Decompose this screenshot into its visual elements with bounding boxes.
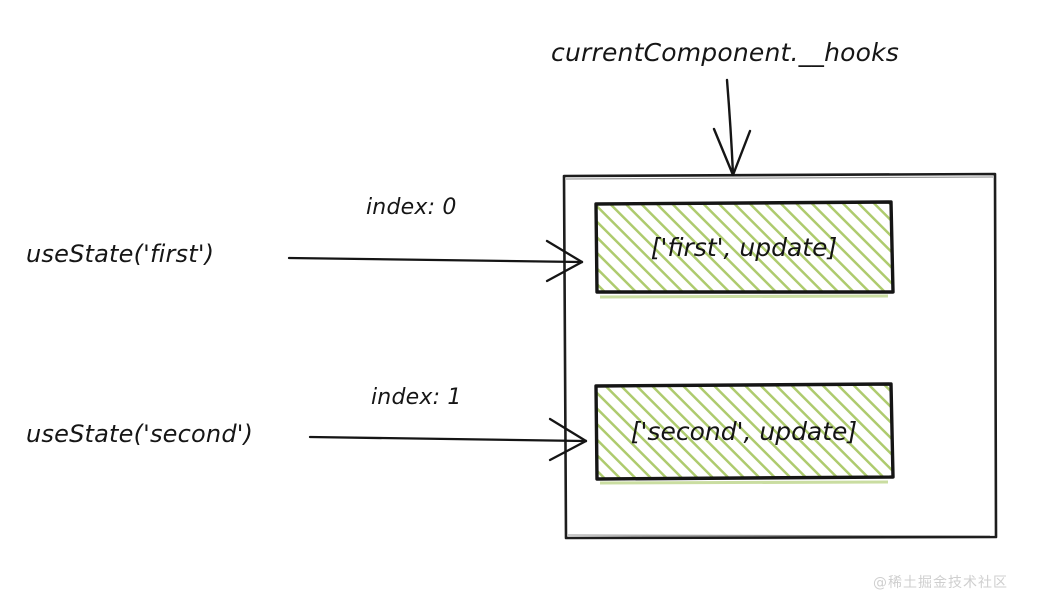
- page-title: currentComponent.__hooks: [551, 38, 900, 67]
- container-outline-sketch-top: [565, 176, 994, 180]
- hook-slot-1-border: [594, 382, 895, 481]
- title-arrow-head-right: [731, 129, 752, 177]
- title-arrow-head-left: [712, 127, 735, 177]
- arrow-right-icon-0: [287, 239, 584, 283]
- arrow-right-icon-1: [308, 417, 588, 462]
- hooks-array-container: [562, 172, 998, 540]
- hook-call-label-1: useState('second'): [26, 420, 254, 448]
- hook-slot-1-underline-sketch: [599, 480, 889, 485]
- hook-slot-0-border: [594, 200, 895, 294]
- watermark: @稀土掘金技术社区: [873, 575, 1008, 591]
- hook-slot-0-underline-sketch: [599, 294, 889, 299]
- hook-slot-1-fill: [597, 385, 893, 478]
- title-arrow-shaft: [725, 78, 735, 176]
- hook-arrow-0-head-top: [545, 239, 584, 264]
- hook-slot-0: [594, 200, 895, 299]
- hook-arrow-0-head-bottom: [545, 260, 584, 283]
- hook-arrow-1-shaft: [308, 435, 586, 443]
- arrow-down-icon: [712, 78, 752, 177]
- container-outline-sketch-bottom: [567, 534, 991, 537]
- container-outline: [562, 172, 998, 540]
- hook-arrow-1-head-top: [548, 417, 588, 443]
- hook-slot-1: [594, 382, 895, 485]
- index-label-0: index: 0: [366, 195, 457, 220]
- index-label-1: index: 1: [371, 385, 462, 410]
- hook-slot-0-fill: [597, 203, 893, 292]
- hook-call-label-0: useState('first'): [26, 240, 215, 268]
- hook-arrow-1-head-bottom: [548, 439, 588, 462]
- hook-arrow-0-shaft: [287, 256, 582, 264]
